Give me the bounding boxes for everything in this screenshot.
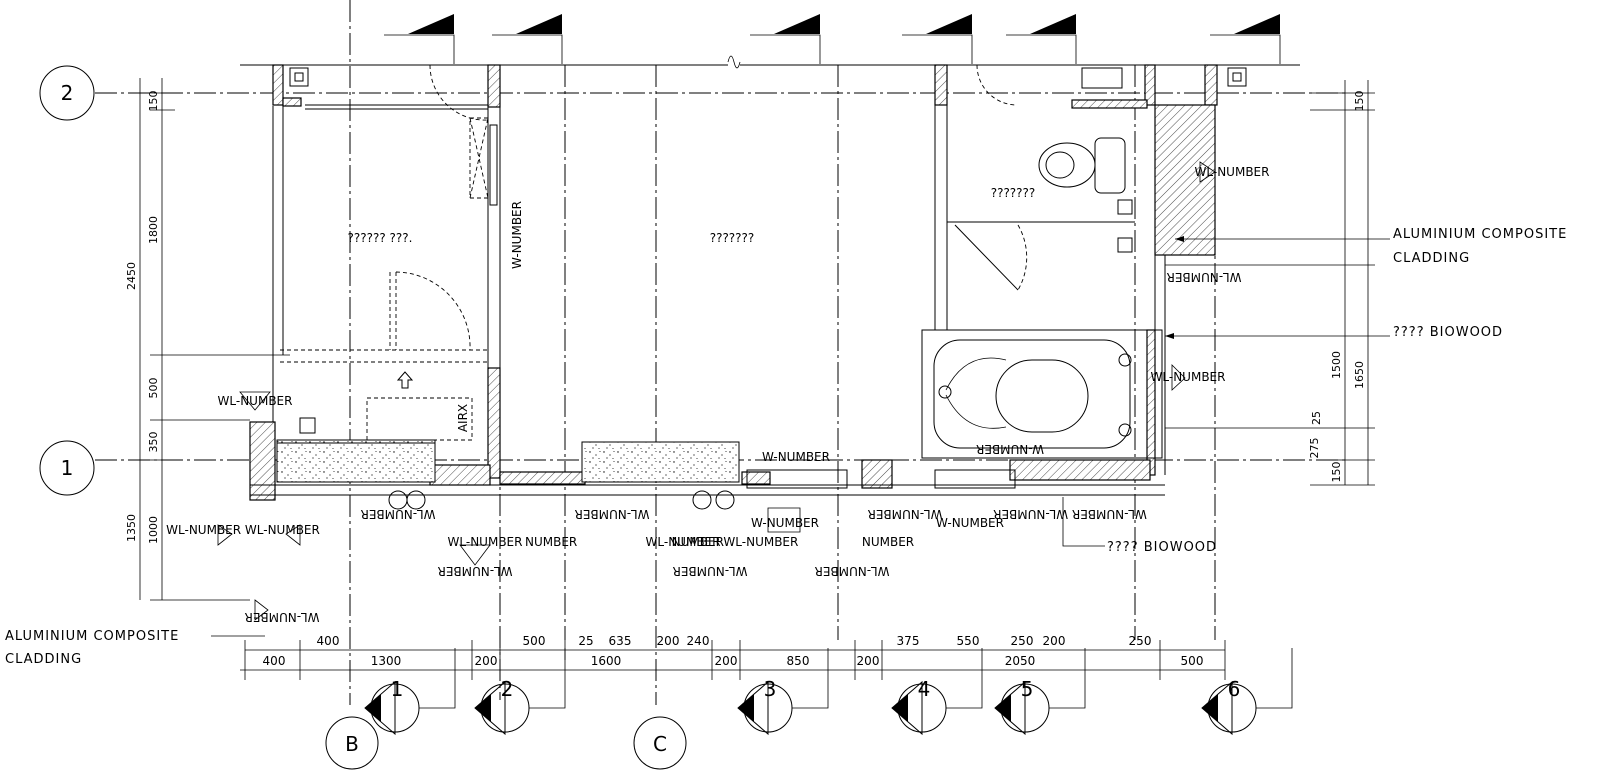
- room-a-label: ?????? ???.: [348, 231, 413, 245]
- svg-text:635: 635: [609, 634, 632, 648]
- wall-tags: W-NUMBER WL-NUMBER WL-NUMBER WL-NUMBER W…: [166, 161, 1270, 624]
- grid-bubble-b: B: [325, 716, 379, 770]
- fixtures: AIRX: [276, 64, 1247, 510]
- svg-text:2050: 2050: [1005, 654, 1036, 668]
- section-marker-3: 3: [737, 648, 829, 736]
- tag-wl-pair-left: WL-NUMBER WL-NUMBER: [166, 523, 320, 537]
- svg-text:B: B: [345, 732, 359, 756]
- svg-text:1: 1: [391, 677, 404, 701]
- svg-text:2450: 2450: [125, 262, 138, 290]
- svg-text:3: 3: [764, 677, 777, 701]
- room-b-label: ???????: [710, 231, 755, 245]
- grid-bubble-c: C: [633, 716, 687, 770]
- svg-text:WL-NUMBER WL-NUMBER: WL-NUMBER WL-NUMBER: [993, 507, 1147, 521]
- svg-text:200: 200: [1043, 634, 1066, 648]
- svg-text:CLADDING: CLADDING: [1393, 251, 1470, 266]
- svg-text:150: 150: [1353, 91, 1366, 112]
- svg-text:NUMBER: NUMBER: [862, 535, 914, 549]
- svg-text:150: 150: [147, 91, 160, 112]
- svg-text:550: 550: [957, 634, 980, 648]
- note-biowood-2: ???? BIOWOOD: [1107, 540, 1217, 555]
- dimensions-left: 150 1800 2450 500 350 1350 1000: [125, 78, 290, 601]
- dimensions-bottom: 400 500 25 635 200 240 375 550 250 200 2…: [240, 634, 1226, 680]
- svg-text:500: 500: [523, 634, 546, 648]
- dimensions-right: 150 1500 1650 25 275 150: [1165, 80, 1375, 486]
- svg-text:4: 4: [918, 677, 931, 701]
- svg-text:CLADDING: CLADDING: [5, 652, 82, 667]
- svg-text:200: 200: [475, 654, 498, 668]
- svg-text:500: 500: [1181, 654, 1204, 668]
- svg-text:NUMBERWL-NUMBER: NUMBERWL-NUMBER: [672, 535, 799, 549]
- svg-text:200: 200: [857, 654, 880, 668]
- svg-text:WL-NUMBER: WL-NUMBER: [575, 507, 650, 521]
- svg-text:200: 200: [657, 634, 680, 648]
- svg-text:850: 850: [787, 654, 810, 668]
- svg-text:250: 250: [1129, 634, 1152, 648]
- svg-text:5: 5: [1021, 677, 1034, 701]
- svg-text:WL-NUMBER: WL-NUMBER: [868, 507, 943, 521]
- svg-text:6: 6: [1228, 677, 1241, 701]
- note-biowood-1: ???? BIOWOOD: [1393, 325, 1503, 340]
- svg-text:275: 275: [1308, 438, 1321, 459]
- section-markers: 1 2 3 4 5 6: [364, 648, 1293, 736]
- svg-text:WL-NUMBER: WL-NUMBER: [361, 507, 436, 521]
- tag-wl-right-1: WL-NUMBER: [1195, 165, 1270, 179]
- svg-text:350: 350: [147, 432, 160, 453]
- svg-text:1800: 1800: [147, 216, 160, 244]
- svg-text:400: 400: [263, 654, 286, 668]
- svg-text:500: 500: [147, 378, 160, 399]
- svg-text:1600: 1600: [591, 654, 622, 668]
- svg-text:WL-NUMBER: WL-NUMBER: [1167, 270, 1242, 284]
- svg-text:WL-NUMBER: WL-NUMBER: [815, 564, 890, 578]
- svg-text:W-NUMBER: W-NUMBER: [936, 516, 1004, 530]
- top-elevation-markers: [384, 14, 1281, 69]
- section-marker-5: 5: [994, 648, 1086, 736]
- svg-text:1500: 1500: [1330, 351, 1343, 379]
- svg-text:2: 2: [501, 677, 514, 701]
- svg-text:WL-NUMBER: WL-NUMBER: [1151, 370, 1226, 384]
- tag-w-number-vertical: W-NUMBER: [510, 201, 524, 269]
- svg-text:25: 25: [1310, 411, 1323, 425]
- annotations: ALUMINIUM COMPOSITE CLADDING ???? BIOWOO…: [5, 227, 1567, 667]
- svg-text:25: 25: [578, 634, 593, 648]
- walls: [240, 64, 1300, 501]
- svg-text:1300: 1300: [371, 654, 402, 668]
- room-c-label: ???????: [991, 186, 1036, 200]
- svg-text:250: 250: [1011, 634, 1034, 648]
- svg-text:1000: 1000: [147, 516, 160, 544]
- section-marker-2: 2: [474, 648, 566, 736]
- tag-w-number-mid: W-NUMBER: [762, 450, 830, 464]
- section-marker-4: 4: [891, 648, 983, 736]
- section-marker-1: 1: [364, 648, 456, 736]
- svg-text:W-NUMBER: W-NUMBER: [976, 442, 1044, 456]
- svg-text:150: 150: [1330, 462, 1343, 483]
- svg-text:1350: 1350: [125, 514, 138, 542]
- svg-text:1650: 1650: [1353, 361, 1366, 389]
- note-cladding-right: ALUMINIUM COMPOSITE: [1393, 227, 1567, 242]
- svg-text:WL-NUMBER: WL-NUMBER: [438, 564, 513, 578]
- svg-text:200: 200: [715, 654, 738, 668]
- svg-text:C: C: [653, 732, 667, 756]
- room-labels: ?????? ???. ??????? ???????: [348, 186, 1036, 245]
- svg-text:W-NUMBER: W-NUMBER: [751, 516, 819, 530]
- svg-text:WL-NUMBER: WL-NUMBER: [448, 535, 523, 549]
- svg-text:WL-NUMBER: WL-NUMBER: [673, 564, 748, 578]
- grid-bubble-2: 2: [39, 65, 95, 121]
- svg-text:1: 1: [61, 456, 74, 480]
- svg-text:AIRX: AIRX: [456, 404, 470, 432]
- svg-text:240: 240: [687, 634, 710, 648]
- note-cladding-left: ALUMINIUM COMPOSITE: [5, 629, 179, 644]
- section-marker-6: 6: [1201, 648, 1293, 736]
- tag-wl-left-1: WL-NUMBER: [218, 394, 293, 408]
- svg-text:2: 2: [61, 81, 74, 105]
- svg-text:375: 375: [897, 634, 920, 648]
- svg-text:WL-NUMBER: WL-NUMBER: [245, 610, 320, 624]
- svg-text:NUMBER: NUMBER: [525, 535, 577, 549]
- svg-text:WL-NUMBER: WL-NUMBER: [646, 535, 721, 549]
- grid-bubble-1: 1: [39, 440, 95, 496]
- svg-text:400: 400: [317, 634, 340, 648]
